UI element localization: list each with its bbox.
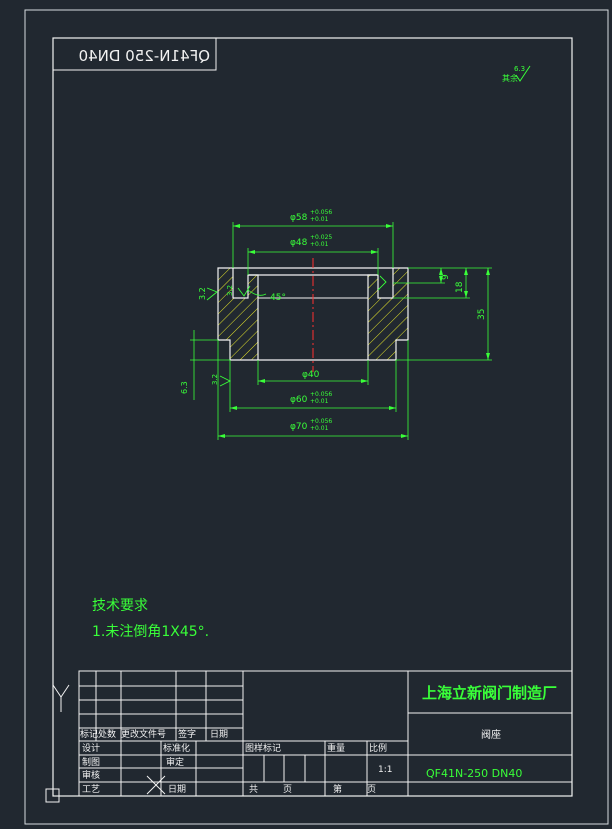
notes-item-1: 1.未注倒角1X45°. bbox=[92, 624, 209, 640]
svg-text:日期: 日期 bbox=[210, 729, 228, 740]
svg-text:其余: 其余 bbox=[502, 73, 518, 83]
svg-text:共: 共 bbox=[249, 784, 258, 795]
dim-d60: φ60 bbox=[290, 395, 308, 405]
svg-text:+0.01: +0.01 bbox=[310, 241, 329, 248]
outer-frame bbox=[24, 9, 609, 825]
inner-frame bbox=[52, 37, 573, 797]
svg-text:审核: 审核 bbox=[82, 769, 100, 781]
dim-d40: φ40 bbox=[302, 370, 320, 380]
svg-text:6.3: 6.3 bbox=[514, 65, 525, 73]
svg-text:处数: 处数 bbox=[98, 728, 116, 740]
roughness-marks bbox=[206, 275, 387, 387]
ucs-icon[interactable] bbox=[45, 684, 70, 803]
dim-angle: 45° bbox=[270, 293, 286, 303]
svg-text:+0.01: +0.01 bbox=[310, 216, 329, 223]
roughness-left: 3.2 bbox=[198, 287, 207, 300]
svg-text:+0.01: +0.01 bbox=[310, 425, 329, 432]
svg-text:图样标记: 图样标记 bbox=[245, 742, 281, 754]
dimension-labels: φ58 +0.056 +0.01 φ48 +0.025 +0.01 φ40 φ6… bbox=[180, 209, 487, 432]
right-section-hatch bbox=[367, 267, 409, 361]
scale-value: 1:1 bbox=[378, 765, 392, 775]
svg-text:更改文件号: 更改文件号 bbox=[121, 728, 166, 740]
svg-text:+0.056: +0.056 bbox=[310, 391, 332, 398]
svg-text:设计: 设计 bbox=[82, 742, 100, 754]
part-section-view bbox=[217, 258, 409, 372]
svg-text:审定: 审定 bbox=[166, 756, 184, 768]
svg-text:+0.01: +0.01 bbox=[310, 398, 329, 405]
svg-text:标准化: 标准化 bbox=[163, 742, 190, 754]
technical-notes: 技术要求 1.未注倒角1X45°. bbox=[92, 598, 209, 640]
dimensions bbox=[190, 222, 492, 440]
notes-title: 技术要求 bbox=[92, 598, 148, 614]
svg-text:+0.025: +0.025 bbox=[310, 234, 332, 241]
drawing-number: QF41N-250 DN40 bbox=[426, 767, 522, 780]
svg-text:+0.056: +0.056 bbox=[310, 418, 332, 425]
svg-text:页: 页 bbox=[283, 784, 292, 795]
svg-text:第: 第 bbox=[333, 783, 342, 795]
svg-text:页: 页 bbox=[367, 784, 376, 795]
svg-text:制图: 制图 bbox=[82, 756, 100, 768]
dim-d48: φ48 bbox=[290, 238, 308, 248]
dimension-arrows bbox=[218, 224, 490, 438]
roughness-inner: 3.2 bbox=[226, 285, 234, 296]
roughness-other-symbol: 其余 6.3 bbox=[502, 65, 531, 83]
svg-text:+0.056: +0.056 bbox=[310, 209, 332, 216]
title-block-main: 上海立新阀门制造厂 阀座 QF41N-250 DN40 bbox=[422, 684, 557, 780]
dim-h35: 35 bbox=[477, 309, 487, 320]
left-section-hatch bbox=[217, 267, 259, 361]
dim-h9: 9 bbox=[441, 274, 451, 280]
mirrored-code-text: QF41N-250 DN40 bbox=[79, 47, 210, 65]
part-name: 阀座 bbox=[481, 728, 501, 741]
svg-text:工艺: 工艺 bbox=[82, 784, 100, 795]
svg-text:日期: 日期 bbox=[168, 784, 186, 795]
title-block-text: 标记 处数 更改文件号 签字 日期 设计 制图 审核 工艺 标准化 审定 日期 … bbox=[80, 728, 392, 795]
mirrored-code-box: QF41N-250 DN40 bbox=[52, 37, 217, 71]
roughness-bottom-left: 6.3 bbox=[180, 381, 189, 394]
dim-d58: φ58 bbox=[290, 213, 308, 223]
title-block bbox=[78, 670, 573, 797]
company-name: 上海立新阀门制造厂 bbox=[422, 684, 557, 702]
dim-d70: φ70 bbox=[290, 422, 308, 432]
roughness-bottom-small: 3.2 bbox=[211, 374, 219, 385]
svg-text:标记: 标记 bbox=[80, 728, 98, 740]
svg-text:比例: 比例 bbox=[369, 742, 387, 754]
svg-text:签字: 签字 bbox=[178, 728, 196, 740]
svg-text:重量: 重量 bbox=[327, 742, 345, 754]
dim-h18: 18 bbox=[455, 281, 465, 293]
